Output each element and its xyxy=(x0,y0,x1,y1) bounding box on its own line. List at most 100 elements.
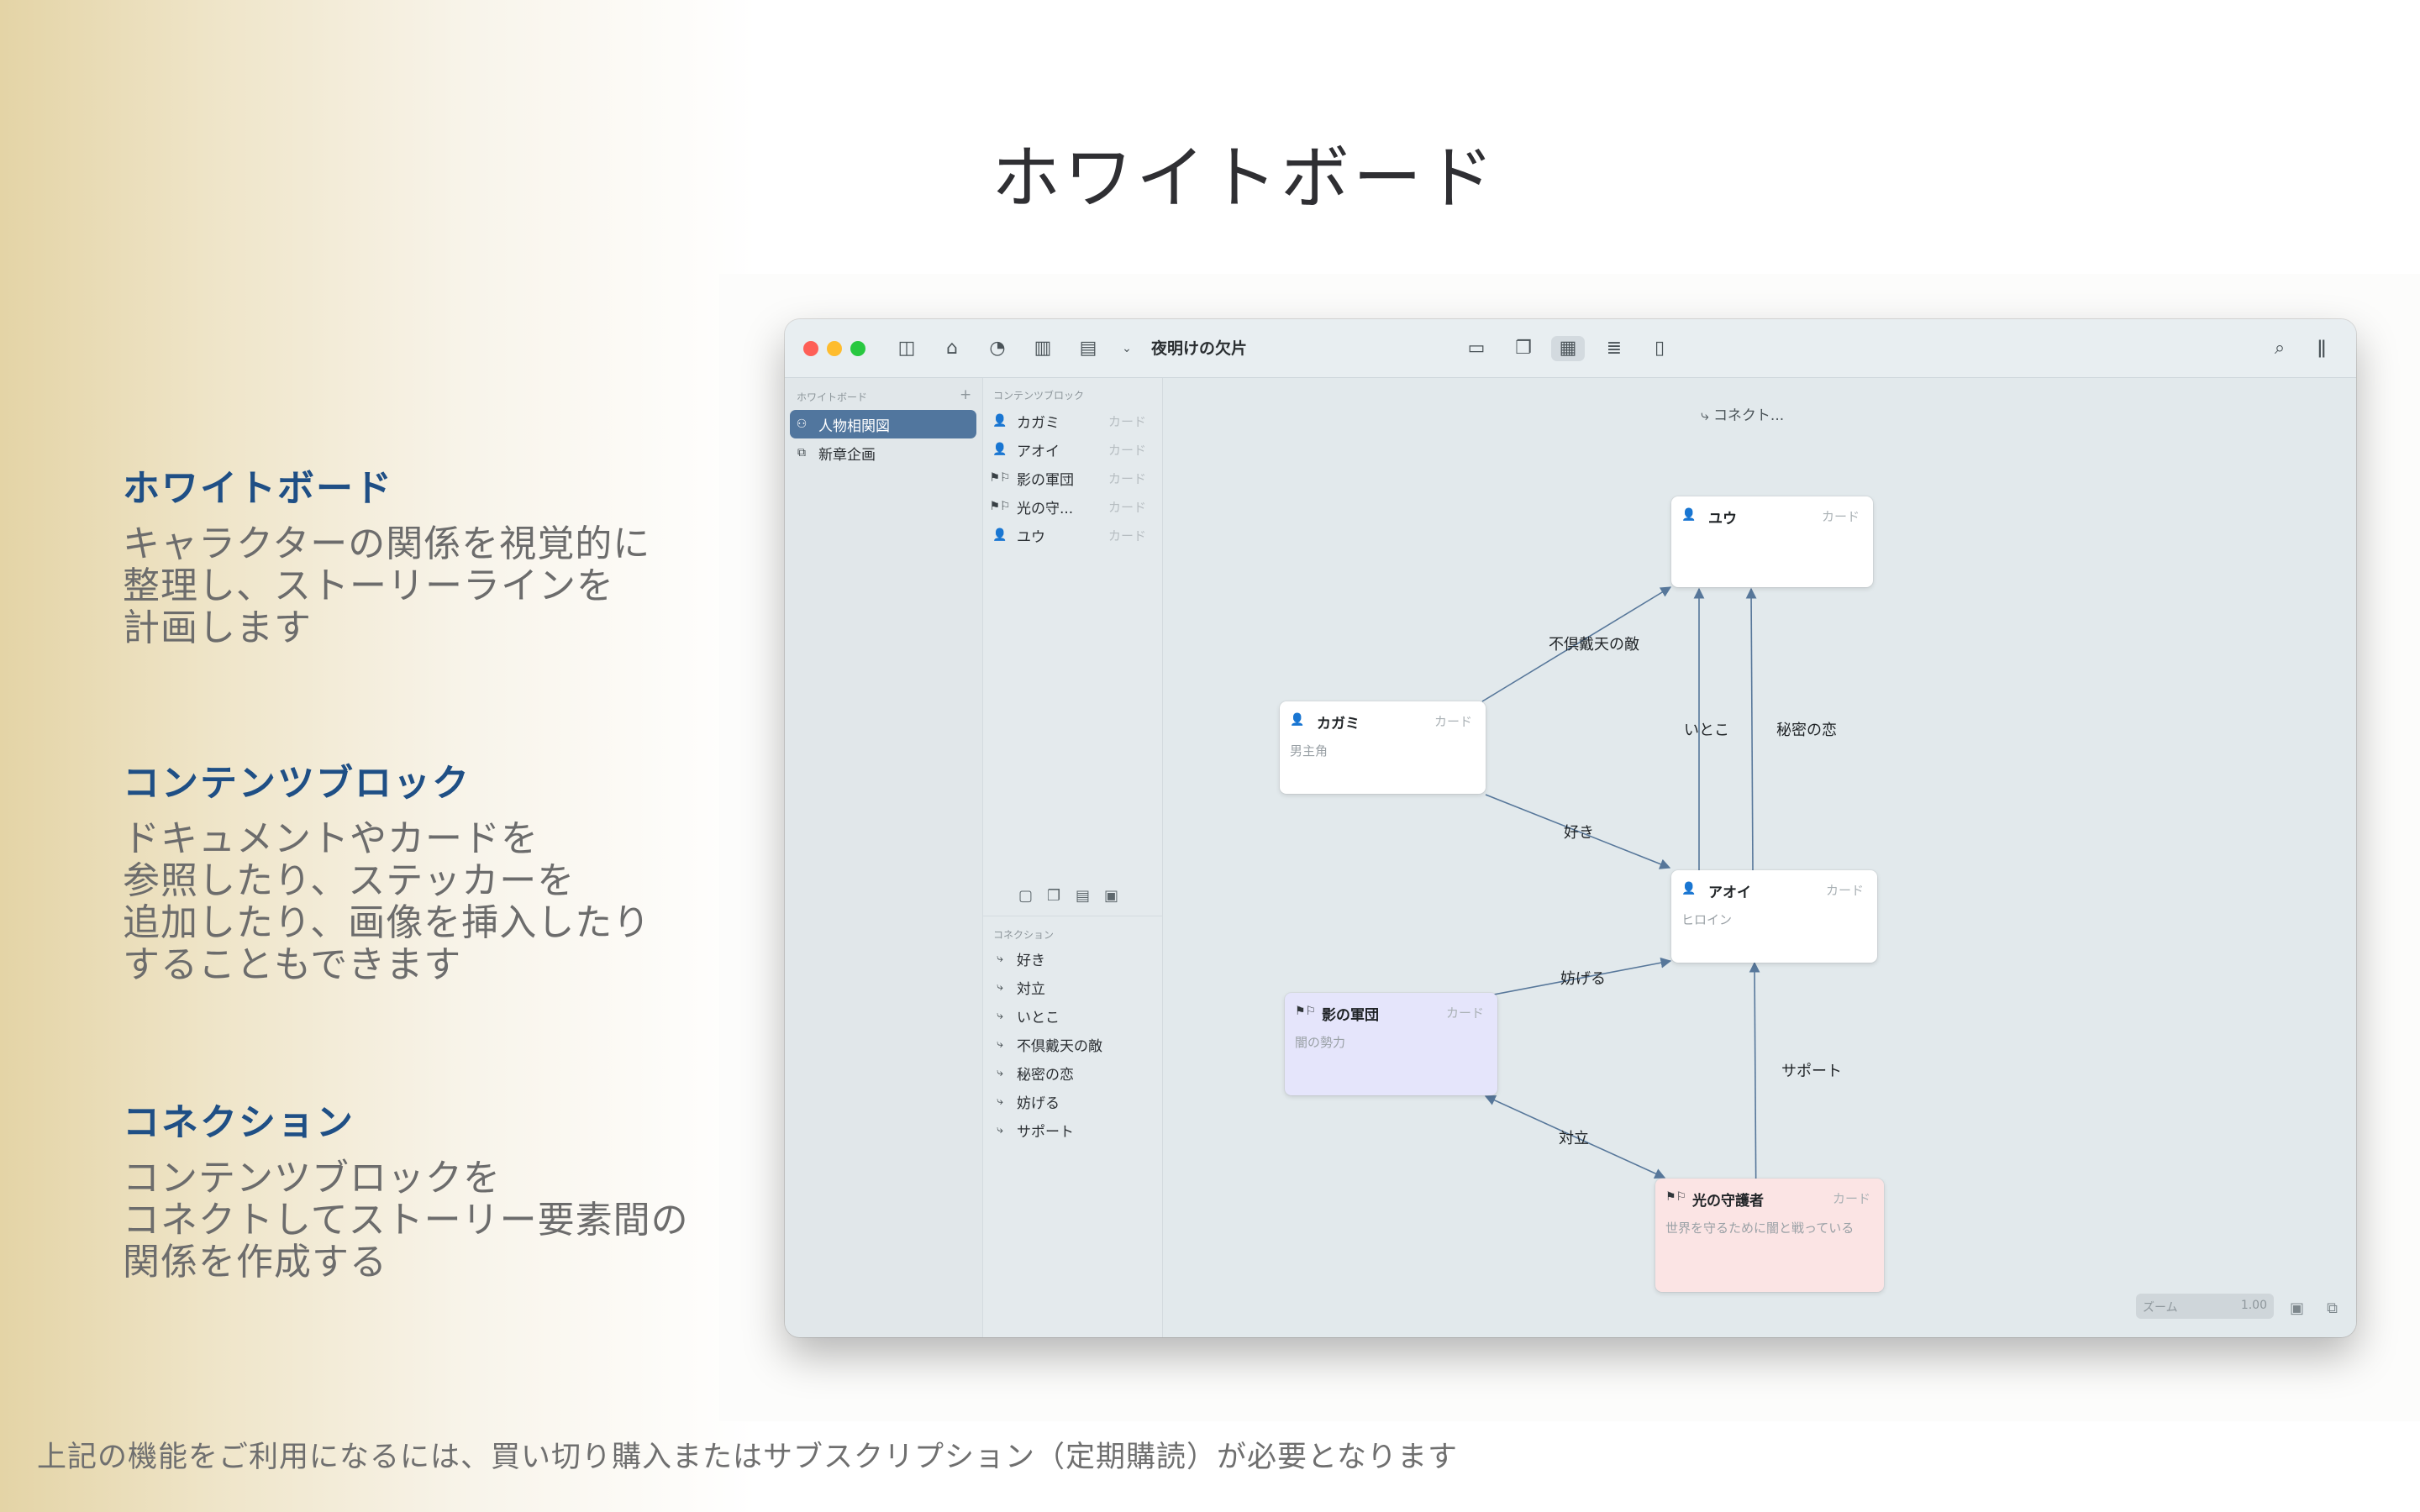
waveform-icon[interactable]: ǁ xyxy=(2317,338,2327,359)
person-icon: 👤 xyxy=(992,443,1007,456)
content-block-kind: カード xyxy=(1107,413,1146,429)
card-kind: カード xyxy=(1832,1191,1870,1206)
content-block-item[interactable]: 👤 アオイ カード xyxy=(988,435,1158,464)
card-subtitle: 世界を守るために闇と戦っている xyxy=(1665,1221,1854,1236)
connection-item[interactable]: ⤷ 不倶戴天の敵 xyxy=(988,1030,1158,1058)
person-icon: 👤 xyxy=(992,414,1007,428)
chevron-down-icon[interactable]: ⌄ xyxy=(1122,342,1132,355)
feature-heading: ホワイトボード xyxy=(123,467,393,510)
card-icon[interactable]: ❐ xyxy=(1047,887,1061,905)
hero-title: ホワイトボード xyxy=(992,139,1498,218)
flags-icon: ⚑⚐ xyxy=(1295,1005,1317,1018)
minimap-icon[interactable]: ⧉ xyxy=(2327,1299,2338,1317)
card-yu[interactable]: 👤 ユウ カード xyxy=(1671,496,1873,587)
content-block-item[interactable]: 👤 カガミ カード xyxy=(988,407,1158,435)
cards-icon[interactable]: ❐ xyxy=(1515,338,1532,359)
feature-body: コンテンツブロックを コネクトしてストーリー要素間の 関係を作成する xyxy=(123,1157,689,1284)
document-view-icon[interactable]: ▯ xyxy=(1654,338,1665,359)
titlebar: ◫ ⌂ ◔ ▥ ▤ ⌄ 夜明けの欠片 ▭ ❐ ▦ ≣ ▯ ⌕ ǁ xyxy=(785,319,2356,378)
person-icon: 👤 xyxy=(1681,882,1697,895)
add-whiteboard-button[interactable]: + xyxy=(960,386,972,403)
whiteboard-section-title: ホワイトボード xyxy=(797,391,868,403)
card-kind: カード xyxy=(1434,714,1472,729)
zoom-slider[interactable]: ズーム 1.00 xyxy=(2136,1294,2274,1319)
clipboard-icon[interactable]: ⌂ xyxy=(946,338,958,359)
sidebar-toggle-icon[interactable]: ◫ xyxy=(897,338,916,359)
connection-item[interactable]: ⤷ 好き xyxy=(988,944,1158,973)
content-block-item[interactable]: ⚑⚐ 影の軍団 カード xyxy=(988,464,1158,492)
connection-label: いとこ xyxy=(1017,1009,1060,1026)
edge-line xyxy=(1485,794,1671,869)
connection-icon: ⤷ xyxy=(1701,407,1713,424)
feature-content-blocks: コンテンツブロック ドキュメントやカードを 参照したり、ステッカーを 追加したり… xyxy=(123,753,728,986)
zoom-window-button[interactable] xyxy=(850,341,865,356)
connection-icon: ⤷ xyxy=(997,1123,1003,1137)
connection-icon: ⤷ xyxy=(997,1037,1003,1051)
content-block-label: ユウ xyxy=(1017,528,1045,546)
edge-line xyxy=(1481,586,1672,702)
edge-label[interactable]: 対立 xyxy=(1559,1130,1589,1147)
connection-item[interactable]: ⤷ 妨げる xyxy=(988,1087,1158,1116)
connection-label: 妨げる xyxy=(1017,1095,1060,1112)
content-block-label: カガミ xyxy=(1017,414,1060,432)
search-icon[interactable]: ⌕ xyxy=(2274,338,2286,359)
card-title: カガミ xyxy=(1317,716,1360,732)
card-kind: カード xyxy=(1445,1005,1484,1021)
connection-label: 好き xyxy=(1017,952,1045,969)
minimize-window-button[interactable] xyxy=(827,341,842,356)
sidebar-item-whiteboard[interactable]: ⚇ 人物相関図 xyxy=(790,410,976,438)
card-aoi[interactable]: 👤 アオイ カード ヒロイン xyxy=(1671,870,1877,963)
archive-icon[interactable]: ▭ xyxy=(1467,338,1486,359)
edge-label[interactable]: サポート xyxy=(1781,1063,1842,1080)
card-title: 影の軍団 xyxy=(1322,1007,1379,1024)
outline-view-icon[interactable]: ≣ xyxy=(1606,338,1623,359)
connect-hint[interactable]: ⤷ コネクト... xyxy=(1701,403,1784,424)
document-title: 夜明けの欠片 xyxy=(1151,339,1248,358)
content-block-kind: カード xyxy=(1107,528,1146,543)
flags-icon: ⚑⚐ xyxy=(989,500,1011,513)
whiteboard-view-icon[interactable]: ▦ xyxy=(1551,336,1585,361)
timer-icon[interactable]: ◔ xyxy=(989,338,1006,359)
connection-item[interactable]: ⤷ サポート xyxy=(988,1116,1158,1144)
connection-icon: ⤷ xyxy=(997,1095,1003,1108)
edge-label[interactable]: いとこ xyxy=(1684,722,1729,739)
edge-label[interactable]: 不倶戴天の敵 xyxy=(1549,636,1639,654)
document-icon[interactable]: ▢ xyxy=(1018,887,1034,905)
sidebar-item-whiteboard[interactable]: ⧉ 新章企画 xyxy=(790,438,976,467)
connection-item[interactable]: ⤷ 秘密の恋 xyxy=(988,1058,1158,1087)
image-icon[interactable]: ▣ xyxy=(1104,887,1119,905)
content-block-kind: カード xyxy=(1107,442,1146,458)
whiteboard-sidebar: ホワイトボード + ⚇ 人物相関図 ⧉ 新章企画 xyxy=(785,378,983,1337)
content-block-item[interactable]: 👤 ユウ カード xyxy=(988,521,1158,549)
content-block-item[interactable]: ⚑⚐ 光の守... カード xyxy=(988,492,1158,521)
board-icon: ⧉ xyxy=(797,446,806,459)
card-kagami[interactable]: 👤 カガミ カード 男主角 xyxy=(1280,701,1486,794)
edge-label[interactable]: 秘密の恋 xyxy=(1776,722,1837,739)
connection-icon: ⤷ xyxy=(997,952,1003,965)
feature-heading: コネクション xyxy=(123,1101,355,1144)
card-subtitle: 男主角 xyxy=(1290,743,1328,759)
note-icon[interactable]: ▤ xyxy=(1076,887,1091,905)
fit-screen-icon[interactable]: ▣ xyxy=(2289,1299,2304,1317)
feature-connections: コネクション コンテンツブロックを コネクトしてストーリー要素間の 関係を作成す… xyxy=(123,1092,728,1284)
people-icon: ⚇ xyxy=(796,417,808,431)
card-kind: カード xyxy=(1825,883,1864,898)
card-subtitle: 闇の勢力 xyxy=(1295,1035,1346,1050)
edge-line xyxy=(1745,587,1757,871)
connection-item[interactable]: ⤷ 対立 xyxy=(988,973,1158,1001)
content-block-list: コンテンツブロック 👤 カガミ カード 👤 アオイ カード ⚑⚐ 影の軍団 カー… xyxy=(983,378,1163,1337)
whiteboard-canvas[interactable]: ⤷ コネクト... 不倶戴天の敵 いとこ 秘密の恋 好き 妨げる サポート 対立 xyxy=(1163,378,2356,1337)
close-window-button[interactable] xyxy=(803,341,818,356)
card-subtitle: ヒロイン xyxy=(1681,912,1733,927)
flags-icon: ⚑⚐ xyxy=(989,471,1011,485)
edge-label[interactable]: 好き xyxy=(1564,824,1594,842)
card-hikari[interactable]: ⚑⚐ 光の守護者 カード 世界を守るために闇と戦っている xyxy=(1655,1179,1884,1292)
content-block-kind: カード xyxy=(1107,499,1146,515)
connection-label: サポート xyxy=(1017,1123,1074,1141)
card-kage[interactable]: ⚑⚐ 影の軍団 カード 闇の勢力 xyxy=(1285,993,1497,1095)
chart-icon[interactable]: ▤ xyxy=(1079,338,1097,359)
stats-icon[interactable]: ▥ xyxy=(1034,338,1052,359)
edge-label[interactable]: 妨げる xyxy=(1560,970,1606,988)
content-block-kind: カード xyxy=(1107,470,1146,486)
connection-item[interactable]: ⤷ いとこ xyxy=(988,1001,1158,1030)
